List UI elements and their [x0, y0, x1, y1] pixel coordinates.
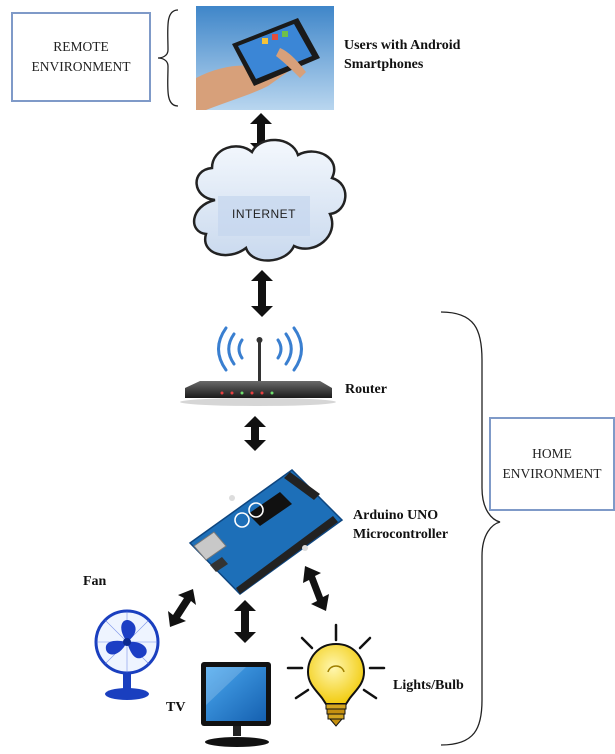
users-label-line1: Users with Android: [344, 38, 461, 53]
lightbulb-image: [286, 623, 386, 727]
tv-label: TV: [166, 700, 186, 715]
router-device: [180, 337, 336, 406]
arduino-board: [188, 469, 344, 595]
fan-label: Fan: [83, 574, 107, 589]
remote-environment-box: REMOTE ENVIRONMENT: [11, 12, 151, 102]
arduino-label-line2: Microcontroller: [353, 526, 449, 542]
remote-box-line2: ENVIRONMENT: [31, 59, 131, 74]
arduino-label: Arduino UNO Microcontroller: [353, 507, 448, 545]
users-label: Users with Android Smartphones: [344, 37, 460, 75]
arduino-label-line1: Arduino UNO: [353, 508, 439, 523]
router-label: Router: [345, 382, 387, 397]
arrow-arduino-fan: [168, 589, 196, 627]
arrow-arduino-bulb: [303, 566, 329, 611]
users-label-line2: Smartphones: [344, 56, 424, 72]
arrow-cloud-router: [251, 270, 273, 317]
home-box-line1: HOME: [532, 446, 572, 462]
wifi-signal-icon: [217, 326, 303, 372]
arrow-router-arduino: [244, 416, 266, 451]
remote-box-line1: REMOTE: [53, 39, 109, 55]
smartphone-users-image: [196, 6, 334, 110]
home-brace: [440, 311, 501, 746]
internet-label: INTERNET: [232, 207, 296, 221]
arrow-arduino-tv: [234, 600, 256, 643]
lights-label: Lights/Bulb: [393, 678, 464, 693]
home-box-line2: ENVIRONMENT: [502, 466, 602, 481]
internet-cloud: [192, 138, 347, 262]
tv-image: [201, 662, 271, 747]
remote-brace: [157, 9, 179, 107]
fan-image: [94, 609, 160, 700]
home-environment-box: HOME ENVIRONMENT: [489, 417, 615, 511]
